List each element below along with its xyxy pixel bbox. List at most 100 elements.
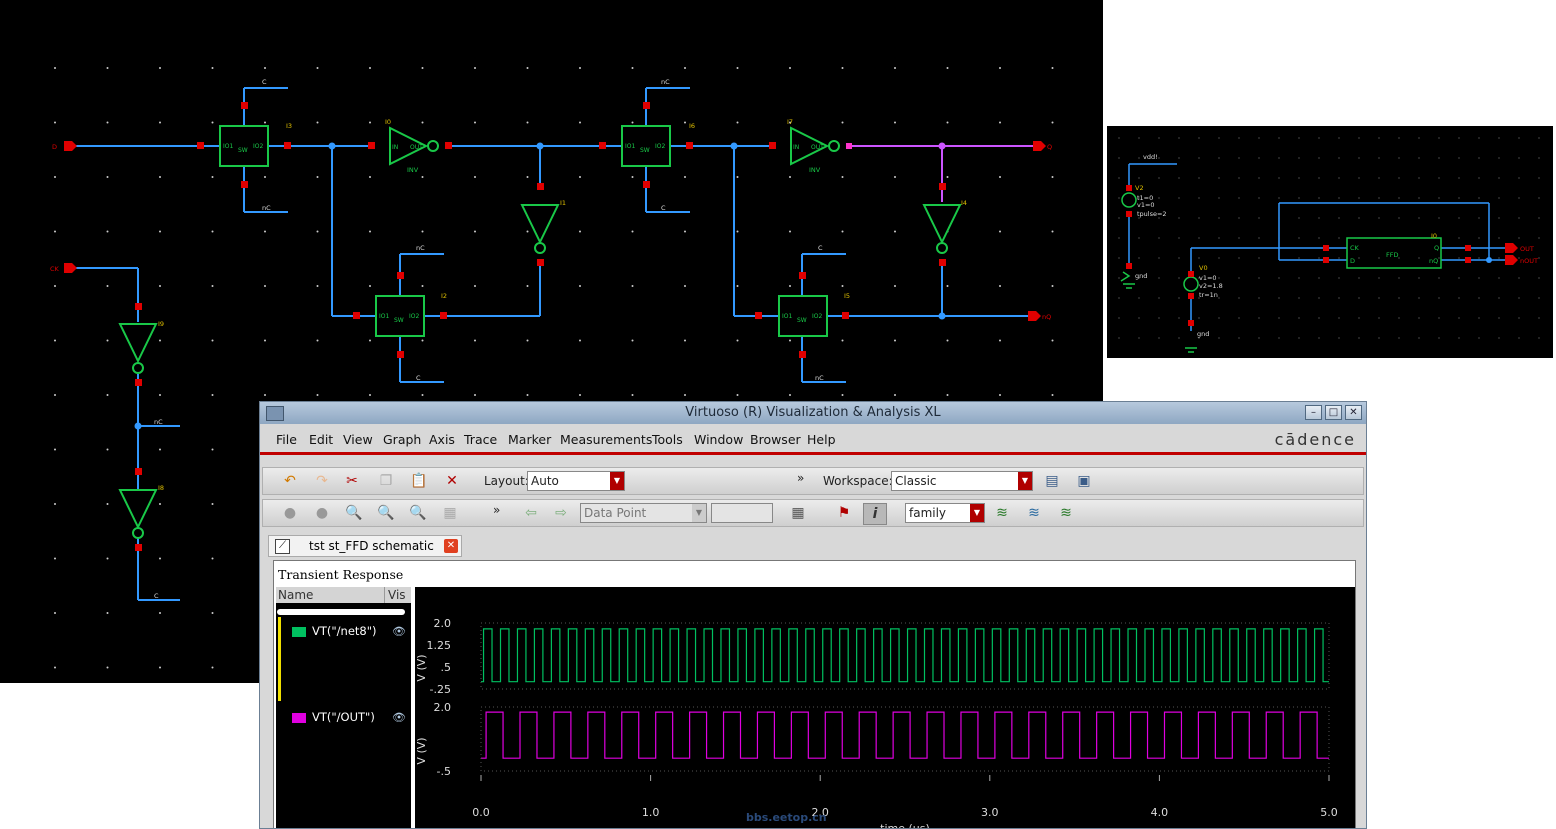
menu-graph[interactable]: Graph xyxy=(383,432,422,447)
grid-dot xyxy=(684,394,686,396)
copy-icon[interactable]: ❐ xyxy=(379,473,393,489)
menu-axis[interactable]: Axis xyxy=(429,432,455,447)
grid-dot xyxy=(526,339,529,342)
legend-scroll-handle[interactable] xyxy=(277,609,405,615)
toolbar-overflow-button[interactable]: » xyxy=(493,503,501,517)
menu-trace[interactable]: Trace xyxy=(464,432,498,447)
viva-window[interactable]: Virtuoso (R) Visualization & Analysis XL… xyxy=(259,401,1367,829)
menu-window[interactable]: Window xyxy=(694,432,744,447)
arrow-right-icon[interactable]: ⇨ xyxy=(555,505,567,521)
arrow-left-icon[interactable]: ⇦ xyxy=(525,505,537,521)
family-select-value: family xyxy=(909,506,947,520)
zoom-icon[interactable]: 🔍 xyxy=(345,505,363,521)
close-button[interactable]: ✕ xyxy=(1345,405,1362,420)
graph-overlay-icon[interactable]: ≋ xyxy=(1028,505,1040,521)
grid-dot xyxy=(1158,177,1160,179)
window-app-icon[interactable] xyxy=(266,406,284,421)
grid-dot xyxy=(1238,217,1240,219)
calculator-icon[interactable]: ▦ xyxy=(791,505,805,521)
inst-label: I1 xyxy=(560,199,566,207)
toolbar-overflow-button[interactable]: » xyxy=(797,471,805,485)
grid-dot xyxy=(106,612,109,614)
menu-file[interactable]: File xyxy=(276,432,297,447)
workspace-label: Workspace: xyxy=(823,474,893,488)
grid-dot xyxy=(999,285,1001,287)
workspace-save-icon[interactable]: ▤ xyxy=(1045,473,1059,489)
legend-trace-out[interactable]: VT("/OUT") xyxy=(312,710,375,724)
grid-dot xyxy=(894,176,896,178)
grid-dot xyxy=(999,230,1001,233)
grid-dot xyxy=(1238,177,1240,179)
net-label-nc: nC xyxy=(815,374,824,382)
delete-icon[interactable]: ✕ xyxy=(446,473,458,489)
graph-split-icon[interactable]: ≋ xyxy=(1060,505,1072,521)
net-label-c: C xyxy=(262,78,267,86)
menu-browser[interactable]: Browser xyxy=(750,432,801,447)
menu-edit[interactable]: Edit xyxy=(309,432,334,447)
zoom-out-icon[interactable]: 🔍 xyxy=(409,505,427,521)
legend-trace-net8[interactable]: VT("/net8") xyxy=(312,624,377,638)
cut-icon[interactable]: ✂ xyxy=(346,473,358,489)
grid-dot xyxy=(474,285,476,287)
grid-dot xyxy=(789,339,791,342)
grid-dot xyxy=(1378,317,1380,319)
zoom-box-icon[interactable]: ▦ xyxy=(443,505,457,521)
maximize-button[interactable]: □ xyxy=(1325,405,1342,420)
grid-dot xyxy=(211,557,214,560)
grid-dot xyxy=(1378,277,1380,279)
grid-dot xyxy=(1198,337,1200,339)
grid-dot xyxy=(789,230,791,233)
grid-dot xyxy=(1298,237,1300,239)
grid-dot xyxy=(211,503,214,505)
switches xyxy=(219,125,828,337)
grid-dot xyxy=(1398,337,1400,339)
grid-dot xyxy=(1238,137,1240,139)
menu-help[interactable]: Help xyxy=(807,432,836,447)
menu-measurements[interactable]: Measurements xyxy=(560,432,653,447)
redo-icon[interactable]: ↷ xyxy=(316,473,328,489)
menu-tools[interactable]: Tools xyxy=(652,432,683,447)
menu-marker[interactable]: Marker xyxy=(508,432,552,447)
workspace-select[interactable]: Classic ▼ xyxy=(891,471,1033,491)
grid-dot xyxy=(1498,337,1500,339)
grid-dot xyxy=(1378,337,1380,339)
tab-schematic[interactable]: ⟋ tst st_FFD schematic ✕ xyxy=(268,535,462,557)
grid-dot xyxy=(1438,257,1440,259)
paste-icon[interactable]: 📋 xyxy=(410,473,428,489)
eye-icon[interactable]: 👁 xyxy=(392,625,406,638)
grid-dot xyxy=(1338,277,1340,279)
graph-strip-icon[interactable]: ≋ xyxy=(996,505,1008,521)
grid-dot xyxy=(1538,257,1540,259)
minimize-button[interactable]: – xyxy=(1305,405,1322,420)
zoom-in-icon[interactable]: 🔍 xyxy=(377,505,395,521)
menu-view[interactable]: View xyxy=(343,432,373,447)
fit-icon[interactable]: ● xyxy=(315,505,329,521)
window-titlebar[interactable]: Virtuoso (R) Visualization & Analysis XL… xyxy=(260,402,1366,424)
pan-icon[interactable]: ● xyxy=(283,505,297,521)
marker-mode-select[interactable]: Data Point ▼ xyxy=(580,503,707,523)
grid-dot xyxy=(1438,337,1440,339)
grid-dot xyxy=(1478,317,1480,319)
grid-dot xyxy=(1051,394,1054,396)
marker-value-field[interactable] xyxy=(711,503,773,523)
grid-dot xyxy=(789,394,791,396)
grid-dot xyxy=(54,176,56,178)
layout-select[interactable]: Auto ▼ xyxy=(527,471,625,491)
flag-icon[interactable]: ⚑ xyxy=(837,505,851,521)
grid-dot xyxy=(736,176,739,178)
cadence-logo: cādence xyxy=(1274,430,1356,449)
schematic-canvas-testbench[interactable]: vdd! gnd gnd V2 t1=0 v1=0 tpulse=2 V0 v1… xyxy=(1107,126,1553,358)
grid-dot xyxy=(1298,317,1300,319)
grid-dot xyxy=(1238,297,1240,299)
menu-bar: File Edit View Graph Axis Trace Marker M… xyxy=(260,428,1366,450)
eye-icon[interactable]: 👁 xyxy=(392,711,406,724)
tab-close-icon[interactable]: ✕ xyxy=(444,539,458,553)
grid-dot xyxy=(1198,157,1200,159)
workspace-delete-icon[interactable]: ▣ xyxy=(1077,473,1091,489)
info-icon[interactable]: i xyxy=(863,503,887,525)
net-label-nc: nC xyxy=(262,204,271,212)
grid-dot xyxy=(1238,277,1240,279)
undo-icon[interactable]: ↶ xyxy=(284,473,296,489)
family-select[interactable]: family ▼ xyxy=(905,503,985,523)
